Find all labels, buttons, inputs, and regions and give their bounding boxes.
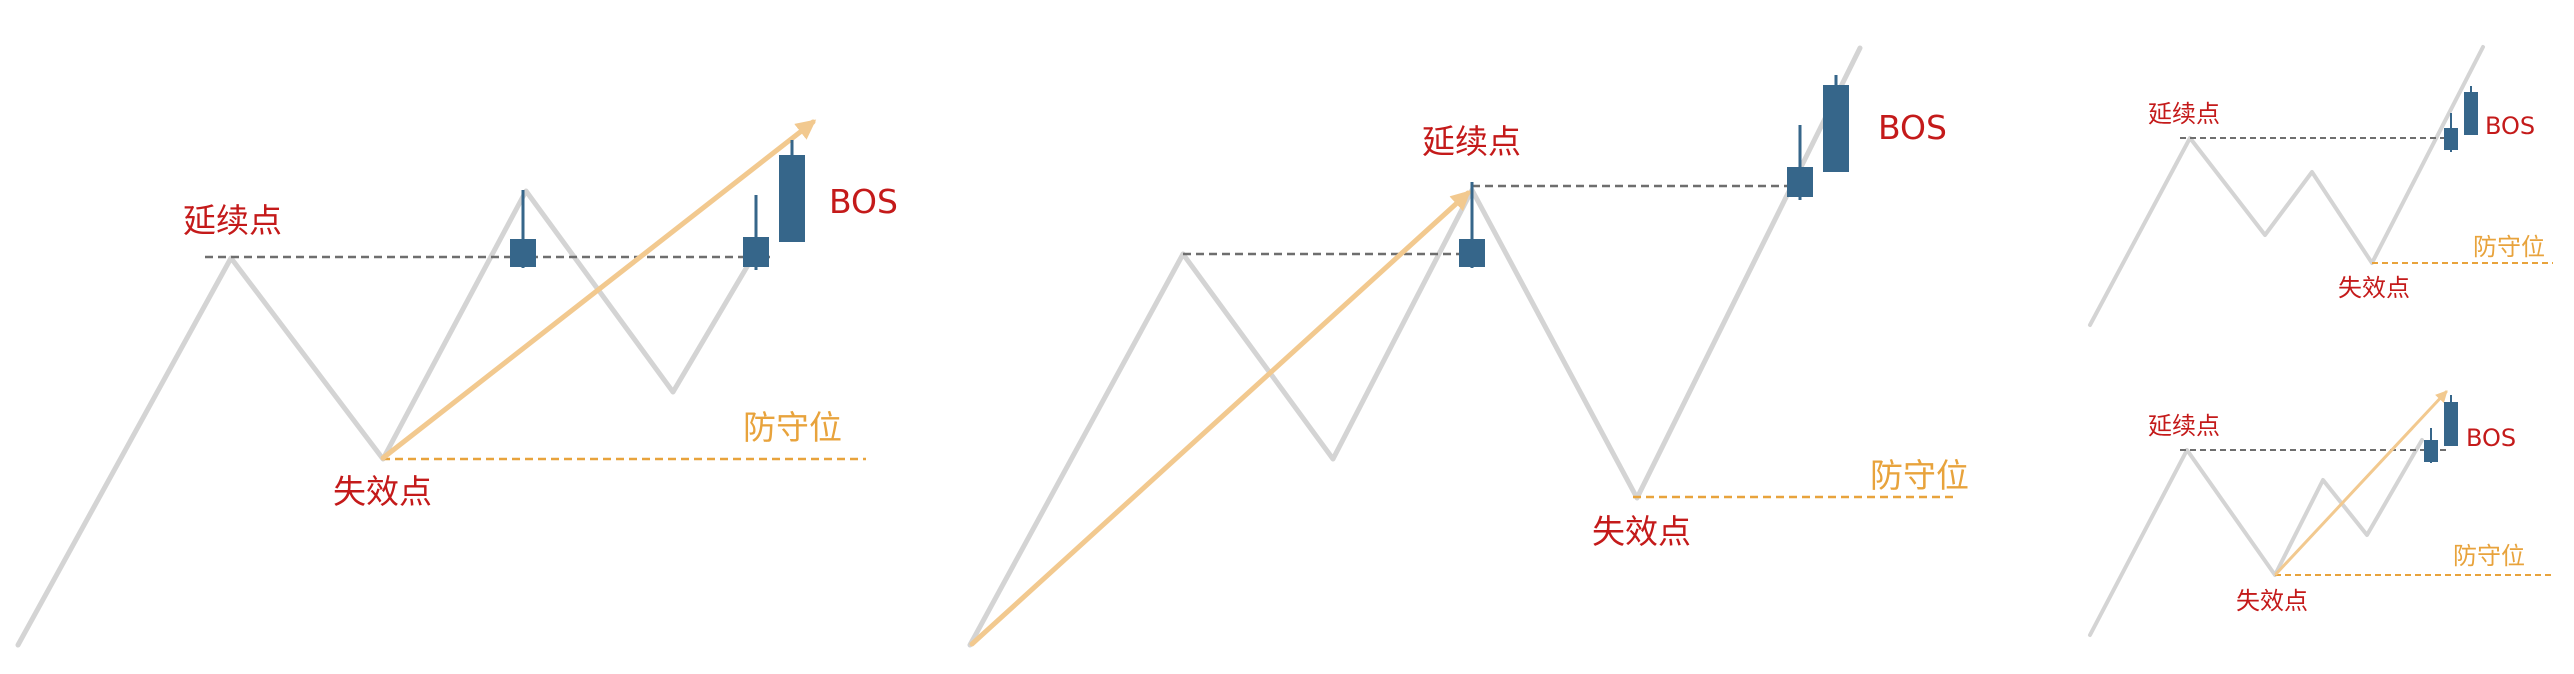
price-zigzag [1180,45,1863,501]
diagram-large-middle: 延续点 失效点 防守位 BOS [967,45,1969,648]
bos-label: BOS [2485,112,2535,140]
failure-label: 失效点 [2338,274,2410,302]
candle [2444,113,2458,152]
defense-label: 防守位 [1870,456,1969,495]
candle-bos [2464,86,2478,135]
diagram-small-bottom-right: 延续点 失效点 防守位 BOS [2088,390,2553,637]
continuation-label: 延续点 [183,201,282,240]
candle [2424,428,2438,463]
trend-arrow [380,119,817,461]
left-gray-segment [967,251,1186,648]
candle-bos [2444,395,2458,446]
failure-label: 失效点 [2236,587,2308,615]
continuation-label: 延续点 [2148,412,2220,440]
price-zigzag [2088,45,2485,327]
continuation-label: 延续点 [1422,122,1521,161]
failure-label: 失效点 [333,472,432,511]
price-zigzag [2088,438,2424,637]
defense-label: 防守位 [2453,542,2525,570]
failure-label: 失效点 [1592,512,1691,551]
candle [1459,182,1485,268]
continuation-label: 延续点 [2148,100,2220,128]
bos-label: BOS [829,182,898,221]
candle-bos [1823,75,1849,172]
candle [743,195,769,270]
diagram-large-left: 延续点 失效点 防守位 BOS [15,119,898,648]
trend-arrow [969,190,1471,647]
price-zigzag [15,188,754,648]
trend-arrow [2274,390,2448,576]
diagram-small-top-right: 延续点 失效点 防守位 BOS [2088,45,2553,327]
defense-label: 防守位 [743,408,842,447]
candle [510,190,536,268]
defense-label: 防守位 [2473,233,2545,261]
candle [1787,125,1813,200]
bos-label: BOS [1878,108,1947,147]
bos-label: BOS [2466,424,2516,452]
candle-bos [779,140,805,242]
